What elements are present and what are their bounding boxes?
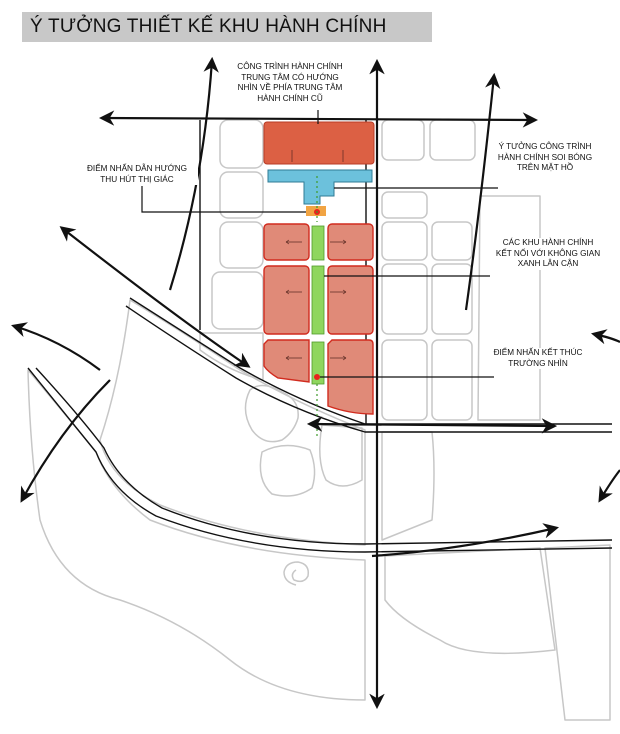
leader-lines xyxy=(141,110,498,378)
block xyxy=(381,339,428,421)
title-bar: Ý TƯỞNG THIẾT KẾ KHU HÀNH CHÍNH xyxy=(22,12,432,42)
block xyxy=(219,119,264,169)
annotation-right-end: ĐIỂM NHẤN KẾT THÚC TRƯỜNG NHÌN xyxy=(488,348,588,369)
arrow-right-edge-lower xyxy=(598,469,620,503)
annotation-left-focal: ĐIỂM NHẤN DẪN HƯỚNG THU HÚT THỊ GIÁC xyxy=(76,164,198,185)
block xyxy=(381,431,435,541)
admin-zone xyxy=(263,121,375,436)
block xyxy=(477,195,541,421)
arrow-bottom-right xyxy=(371,523,560,558)
annotation-line: CÁC KHU HÀNH CHÍNH xyxy=(502,238,594,247)
arrow-diagonal xyxy=(59,226,251,368)
block xyxy=(381,191,428,219)
admin-block xyxy=(263,339,310,383)
annotation-line: CÔNG TRÌNH HÀNH CHÍNH xyxy=(237,62,343,71)
annotation-line: ĐIỂM NHẤN DẪN HƯỚNG xyxy=(87,164,187,173)
block xyxy=(431,221,473,261)
focal-point-end xyxy=(314,374,320,380)
arrow-horizontal-mid xyxy=(306,416,558,434)
annotation-right-lake: Ý TƯỞNG CÔNG TRÌNH HÀNH CHÍNH SOI BÓNG T… xyxy=(492,142,598,174)
annotation-top-center: CÔNG TRÌNH HÀNH CHÍNH TRUNG TÂM CÓ HƯỚNG… xyxy=(230,62,350,104)
lake-shape xyxy=(244,384,299,443)
roundabout xyxy=(283,561,310,586)
block xyxy=(27,369,366,701)
annotation-line: XANH LÂN CẬN xyxy=(517,259,579,268)
annotation-line: NHÌN VỀ PHÍA TRUNG TÂM xyxy=(237,83,343,92)
annotation-line: Ý TƯỞNG CÔNG TRÌNH xyxy=(498,142,592,151)
annotation-line: TRUNG TÂM CÓ HƯỚNG xyxy=(241,72,339,82)
annotation-line: THU HÚT THỊ GIÁC xyxy=(100,174,174,184)
block xyxy=(381,263,428,335)
annotation-line: TRƯỜNG NHÌN xyxy=(508,358,568,368)
annotation-line: ĐIỂM NHẤN KẾT THÚC xyxy=(493,348,583,357)
block xyxy=(99,299,366,546)
block xyxy=(384,547,556,655)
leader-left xyxy=(141,186,306,213)
arrow-curve-left xyxy=(11,322,101,371)
block xyxy=(381,119,425,161)
annotation-line: HÀNH CHÍNH SOI BÓNG xyxy=(497,152,593,162)
admin-main-block xyxy=(263,121,375,165)
admin-block xyxy=(263,265,310,335)
block xyxy=(211,271,264,330)
block xyxy=(219,221,264,269)
annotation-line: HÀNH CHÍNH CŨ xyxy=(257,93,323,103)
block xyxy=(219,171,264,219)
annotation-line: KẾT NỐI VỚI KHÔNG GIAN xyxy=(495,248,601,258)
arrow-top-right xyxy=(464,72,501,311)
block xyxy=(544,544,611,721)
road-band-lower xyxy=(35,367,613,545)
arrow-curve-left-lower xyxy=(20,379,111,503)
diagram-title: Ý TƯỞNG THIẾT KẾ KHU HÀNH CHÍNH xyxy=(30,16,387,37)
block xyxy=(431,263,473,335)
arrow-right-edge xyxy=(590,329,620,345)
block xyxy=(381,221,428,261)
lake-shape xyxy=(259,444,316,497)
road-band-lower xyxy=(27,367,613,553)
green-axis xyxy=(311,265,325,335)
block xyxy=(429,119,476,161)
annotation-line: TRÊN MẶT HỒ xyxy=(516,163,574,172)
green-axis xyxy=(311,341,325,385)
green-axis xyxy=(311,225,325,261)
reflection-building xyxy=(267,169,373,205)
block xyxy=(431,339,473,421)
lake-shape xyxy=(319,424,363,487)
annotation-right-green: CÁC KHU HÀNH CHÍNH KẾT NỐI VỚI KHÔNG GIA… xyxy=(488,238,608,270)
